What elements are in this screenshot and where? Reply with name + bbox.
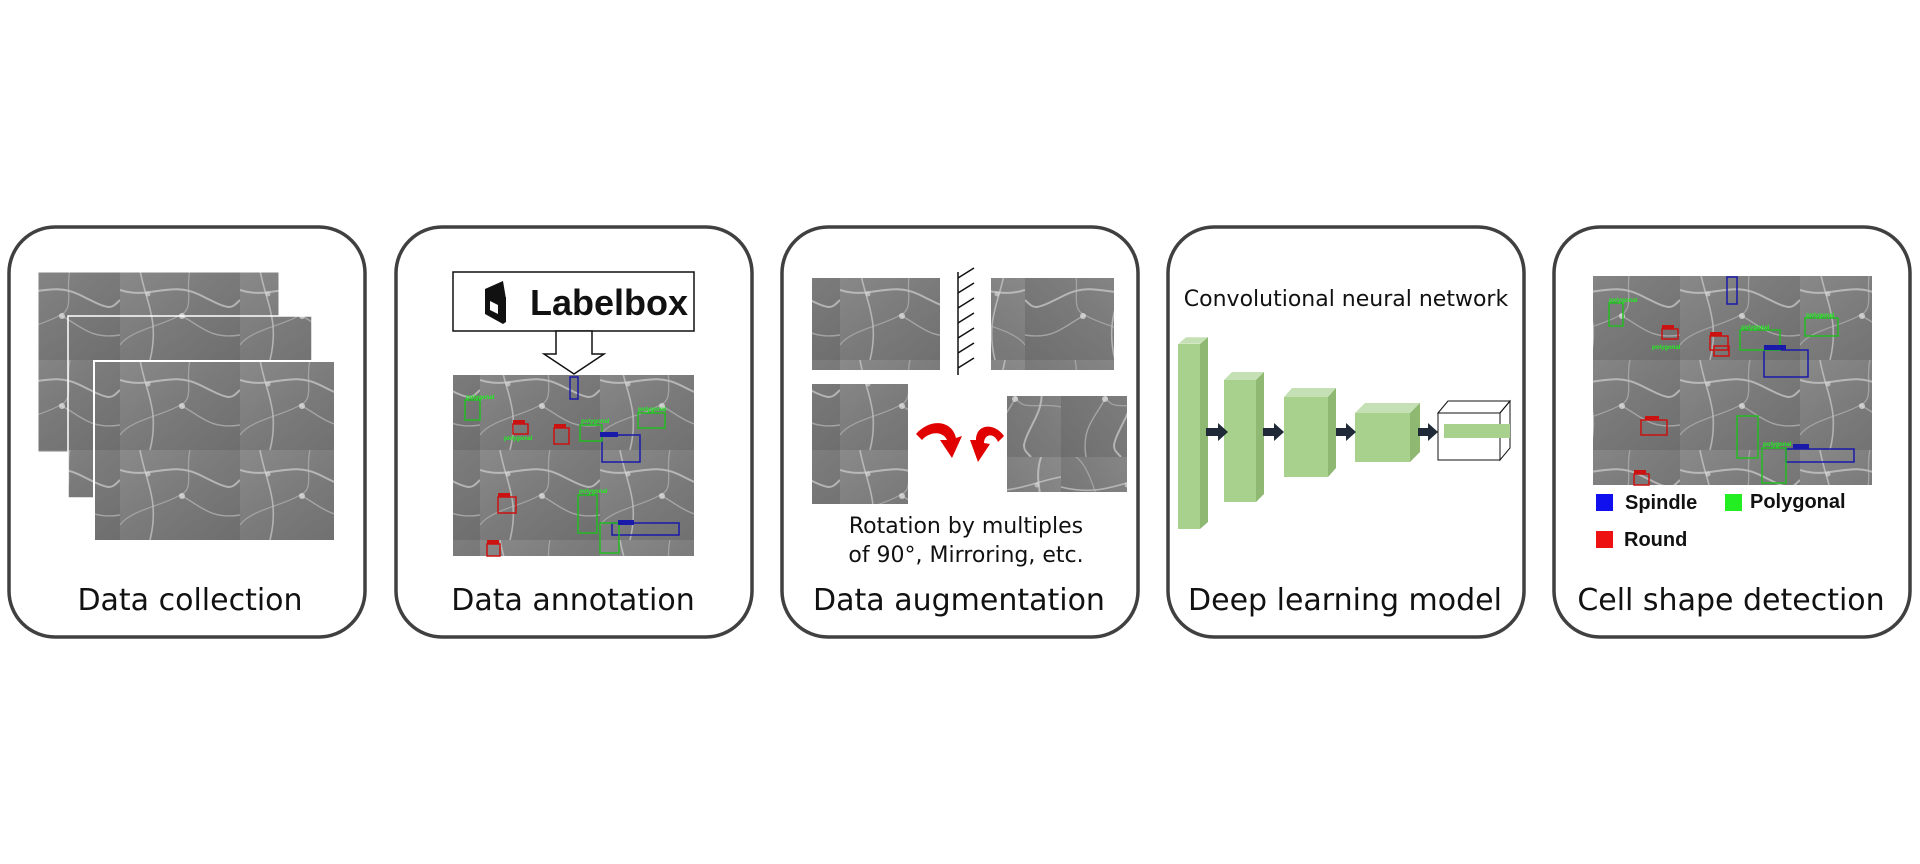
panel-data-collection: Data collection: [7, 225, 367, 639]
cnn-subtitle: Convolutional neural network: [1184, 287, 1509, 312]
tag-polygonal: polygonal: [1741, 325, 1770, 331]
panel-data-augmentation: Rotation by multiples of 90°, Mirroring,…: [780, 225, 1140, 639]
bbox-polygonal: [599, 522, 620, 554]
legend-item-spindle: Spindle: [1596, 492, 1697, 514]
rotation-arrows: [916, 423, 1004, 462]
mirror-icon: [957, 267, 975, 375]
tag-polygonal: polygonal: [1652, 345, 1681, 351]
augmentation-caption-line1: Rotation by multiples: [849, 514, 1083, 539]
rotate-clockwise-icon: [916, 423, 962, 458]
cnn-layer: [1177, 336, 1209, 529]
panel-deep-learning-model: Convolutional neural network: [1166, 225, 1526, 639]
tag-round: [1710, 332, 1722, 336]
arrow-right-icon: [1418, 423, 1438, 441]
bbox-spindle: [1726, 276, 1738, 305]
tag-round: [1645, 416, 1659, 420]
tag-round: [513, 420, 525, 424]
tag-round: [487, 540, 499, 544]
tag-polygonal: polygonal: [638, 407, 667, 413]
tag-polygonal: polygonal: [579, 489, 608, 495]
legend: Spindle Polygonal Round: [1596, 491, 1846, 551]
labelbox-wordmark: Labelbox: [530, 282, 688, 323]
tag-round: [1662, 325, 1674, 329]
cnn-output-block: [1436, 399, 1512, 462]
panel-title: Data augmentation: [813, 583, 1105, 618]
tag-polygonal: polygonal: [504, 436, 533, 442]
cnn-layer: [1355, 403, 1420, 462]
tag-polygonal: polygonal: [1806, 313, 1835, 319]
tag-round: [554, 424, 566, 428]
panel-title: Deep learning model: [1188, 583, 1502, 618]
annotation-tags: polygonal polygonal polygonal polygonal …: [466, 395, 667, 544]
bbox-spindle: [569, 376, 579, 400]
legend-swatch: [1725, 494, 1742, 511]
legend-label: Polygonal: [1750, 491, 1846, 513]
tag-polygonal: polygonal: [466, 395, 495, 401]
tag-spindle: [1764, 345, 1786, 350]
panel-cell-shape-detection: polygonal polygonal polygonal polygonal …: [1552, 225, 1912, 639]
arrow-right-icon: [1206, 423, 1228, 441]
bbox-polygonal: [1736, 415, 1759, 459]
labelbox-logo-box: Labelbox: [452, 271, 695, 332]
arrow-right-icon: [1263, 423, 1284, 441]
legend-item-round: Round: [1596, 529, 1687, 551]
bbox-round: [1713, 345, 1730, 357]
detection-tags: polygonal polygonal polygonal polygonal …: [1609, 298, 1835, 474]
down-arrow-icon: [541, 330, 607, 375]
panel-title: Data collection: [77, 583, 302, 618]
legend-label: Round: [1624, 529, 1687, 551]
bbox-polygonal: [637, 412, 666, 429]
microscopy-image: [93, 360, 336, 542]
legend-swatch: [1596, 531, 1613, 548]
augmentation-original-image: [812, 278, 940, 370]
bbox-spindle: [601, 434, 641, 463]
bbox-polygonal: [1739, 329, 1781, 351]
bbox-polygonal: [464, 399, 481, 421]
cnn-arrows: [1206, 423, 1438, 441]
tag-polygonal: polygonal: [581, 419, 610, 425]
bbox-polygonal: [1804, 317, 1839, 337]
panel-data-annotation: Labelbox polygonal polygonal polygonal p…: [394, 225, 754, 639]
tag-spindle: [1793, 444, 1809, 449]
detection-result-image: [1593, 276, 1872, 485]
augmentation-rotated-image: [1007, 396, 1127, 492]
legend-label: Spindle: [1625, 492, 1697, 514]
tag-polygonal: polygonal: [1609, 298, 1638, 304]
arrow-right-icon: [1336, 423, 1356, 441]
bbox-polygonal: [1761, 447, 1787, 484]
bbox-polygonal: [577, 494, 598, 534]
tag-polygonal: polygonal: [1763, 442, 1792, 448]
tag-round: [1634, 470, 1646, 474]
legend-item-polygonal: Polygonal: [1725, 491, 1846, 513]
tag-spindle: [600, 432, 618, 437]
annotated-image: [453, 375, 694, 556]
legend-swatch: [1596, 494, 1613, 511]
bbox-polygonal: [1608, 302, 1624, 327]
cnn-layer: [1224, 372, 1264, 502]
microscopy-image-stack: [37, 271, 336, 542]
labelbox-cube-icon: [485, 281, 506, 324]
cnn-layers: [1177, 336, 1512, 529]
augmentation-mirrored-image: [991, 278, 1114, 370]
rotate-counterclockwise-icon: [970, 426, 1004, 462]
augmentation-source-image: [812, 384, 908, 504]
tag-spindle: [618, 520, 634, 525]
bbox-spindle: [611, 522, 680, 536]
augmentation-caption-line2: of 90°, Mirroring, etc.: [848, 543, 1083, 568]
panel-title: Data annotation: [451, 583, 695, 618]
panel-title: Cell shape detection: [1577, 583, 1884, 618]
tag-round: [498, 493, 510, 497]
cnn-layer: [1284, 388, 1336, 477]
